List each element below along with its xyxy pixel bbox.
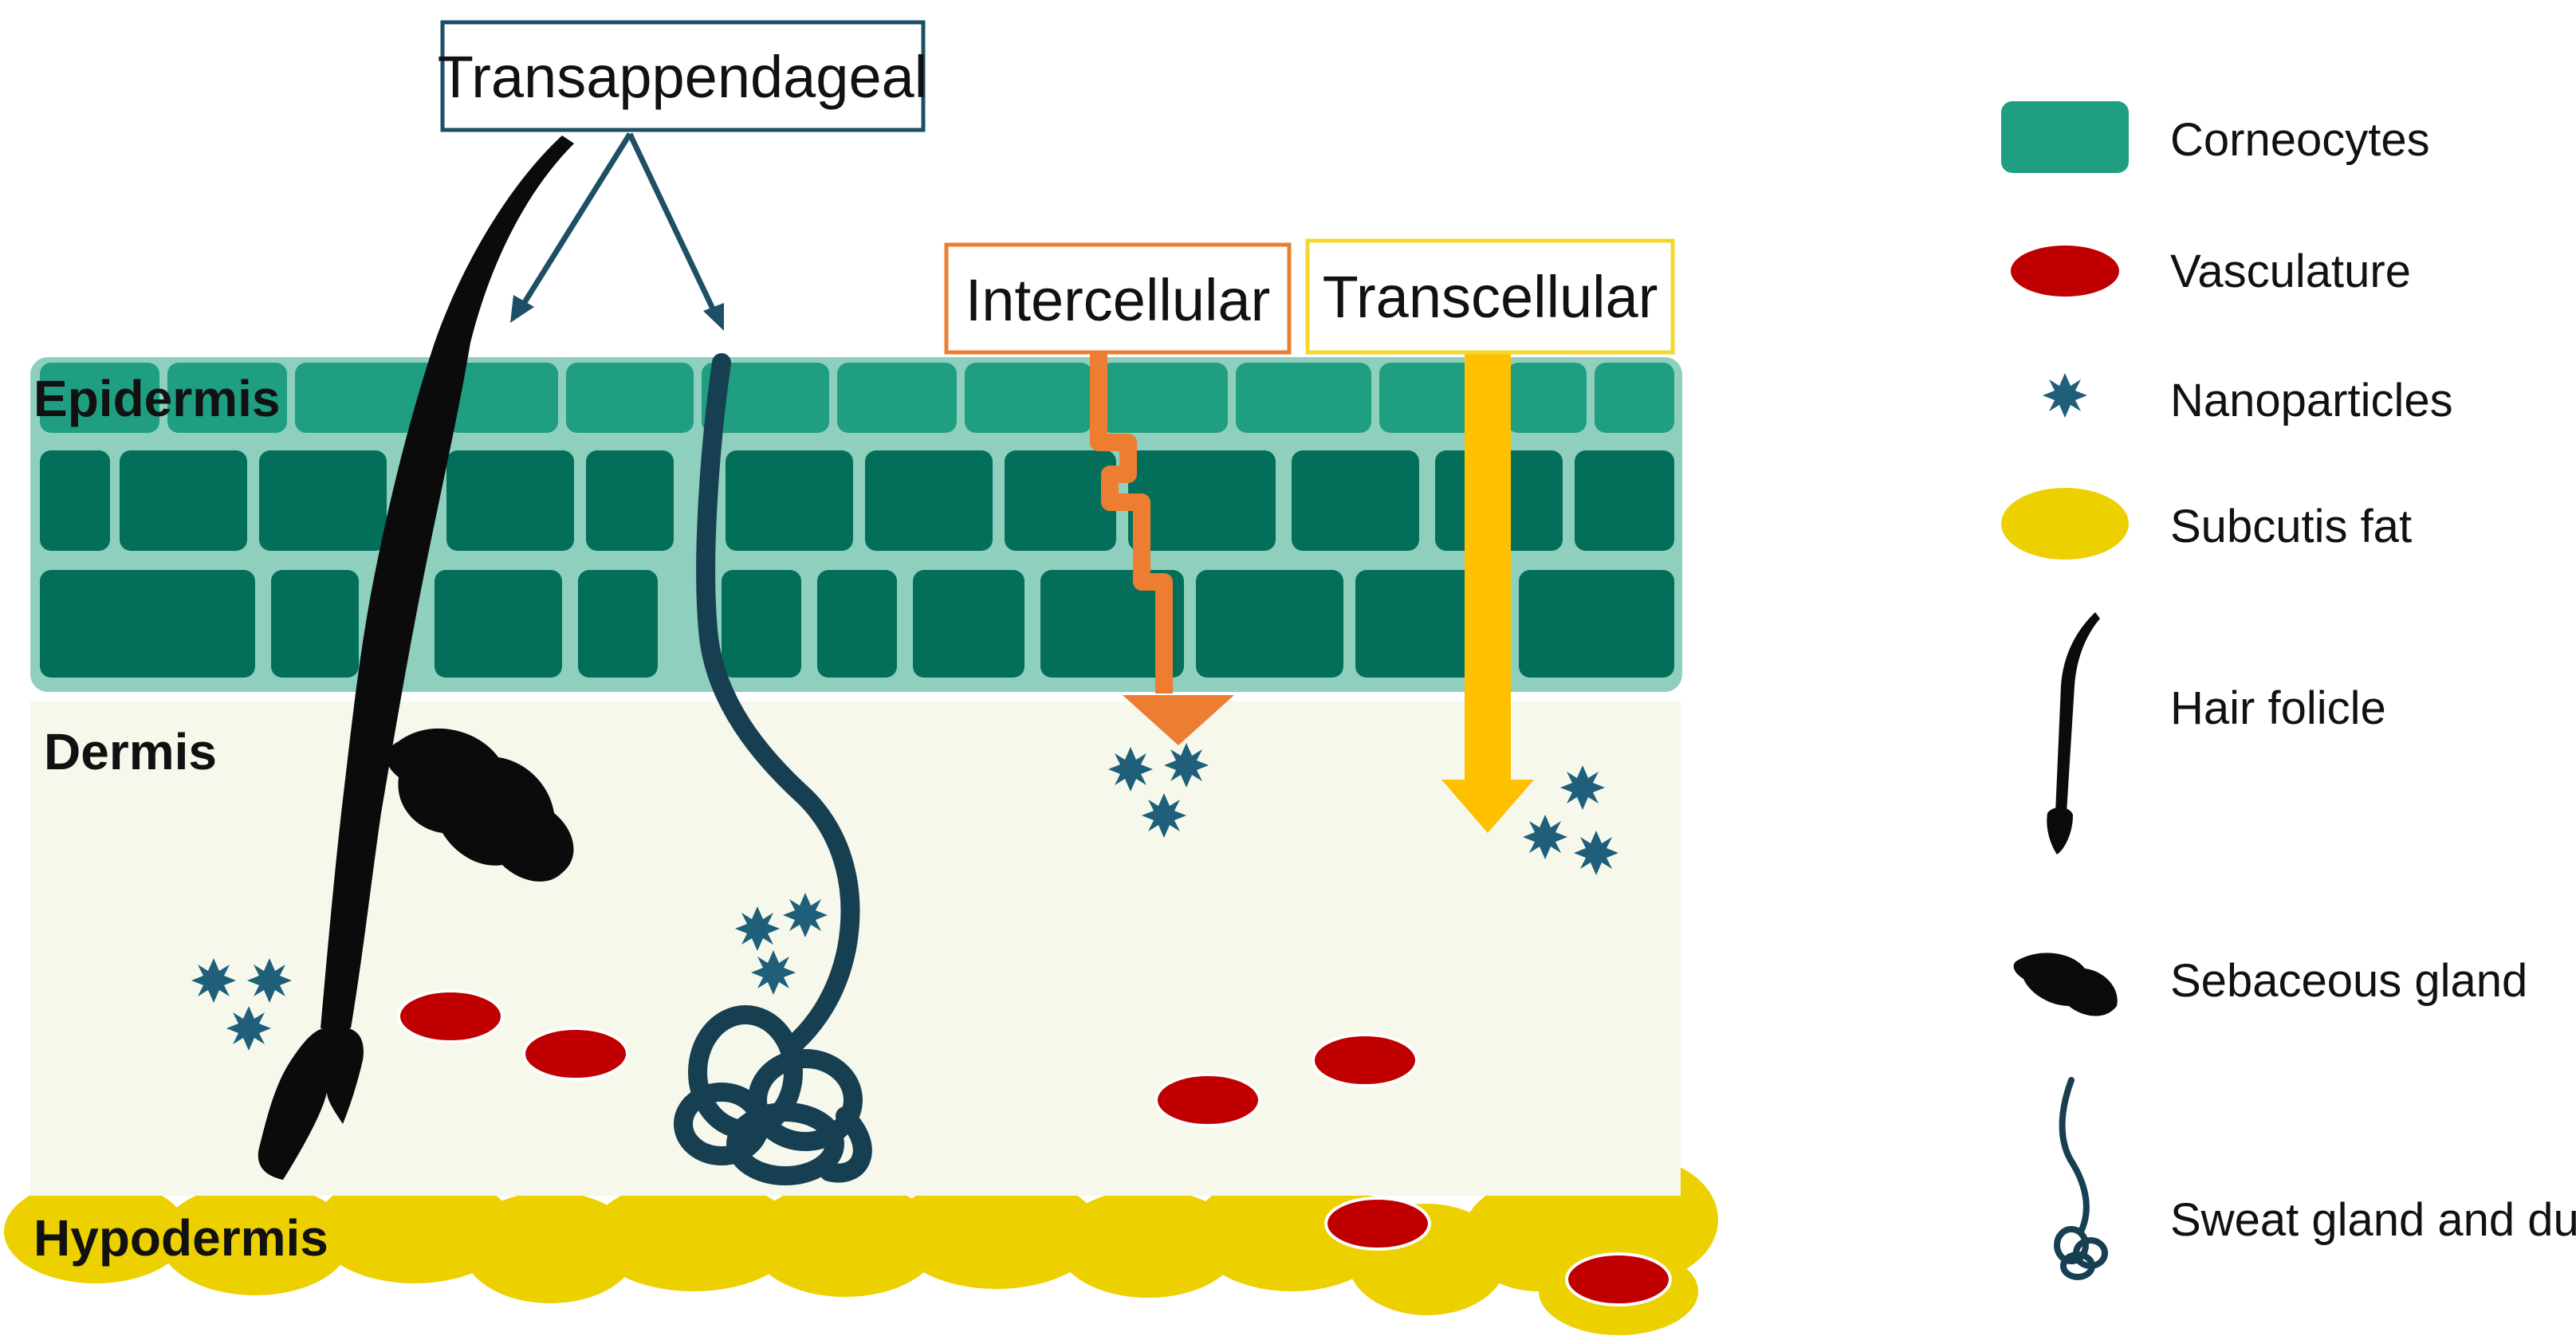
dermis-label: Dermis	[44, 723, 217, 780]
corneocyte	[1236, 363, 1371, 433]
blood-vessel	[1565, 1252, 1672, 1307]
corneocyte-icon	[2001, 101, 2129, 173]
hypodermis-fat-layer	[4, 1156, 1718, 1335]
corneocyte	[566, 363, 694, 433]
transcellular-label: Transcellular	[1323, 264, 1658, 330]
nanoparticle	[1560, 765, 1605, 810]
nanoparticle	[191, 958, 236, 1003]
transcellular-box: Transcellular	[1305, 238, 1675, 355]
corneocyte	[295, 363, 439, 433]
corneocyte	[1040, 570, 1184, 678]
nanoparticle	[735, 906, 780, 951]
legend-nanoparticles-label: Nanoparticles	[2170, 375, 2453, 426]
fat-cell	[893, 1174, 1100, 1289]
nanoparticle	[1142, 793, 1186, 838]
intercellular-box: Intercellular	[944, 242, 1292, 355]
corneocyte	[40, 450, 110, 551]
fat-cell-icon	[2001, 488, 2129, 560]
nanoparticle	[751, 950, 796, 995]
hair-follicle-icon	[2047, 612, 2100, 855]
fat-cell	[462, 1192, 638, 1303]
corneocyte	[586, 450, 674, 551]
legend-vasculature-label: Vasculature	[2170, 246, 2411, 297]
transappendageal-label: Transappendageal	[438, 44, 927, 110]
transappendageal-box: Transappendageal	[438, 20, 927, 132]
nanoparticle	[226, 1006, 271, 1051]
blood-vessel	[397, 989, 504, 1043]
nanoparticle	[1574, 831, 1618, 875]
corneocyte	[1196, 570, 1343, 678]
arrow-to-sweat-duct	[627, 132, 721, 320]
corneocyte	[865, 450, 993, 551]
corneocyte	[435, 570, 562, 678]
corneocyte	[837, 363, 957, 433]
fat-cell	[1056, 1189, 1240, 1298]
corneocyte	[722, 570, 801, 678]
nanoparticle	[247, 958, 292, 1003]
dermis-vasculature	[397, 989, 1672, 1307]
blood-vessel	[522, 1027, 629, 1081]
corneocyte	[1575, 450, 1674, 551]
fat-cell	[590, 1180, 797, 1291]
sebaceous-gland	[387, 728, 574, 882]
corneocyte	[40, 363, 159, 433]
sweat-gland-icon	[2054, 1077, 2108, 1280]
legend-sweat-gland-label: Sweat gland and duct	[2170, 1194, 2576, 1246]
fat-cell	[749, 1182, 941, 1297]
nanoparticle	[1164, 743, 1209, 788]
corneocyte	[913, 570, 1025, 678]
fat-cell	[1192, 1172, 1391, 1291]
blood-vessel	[1324, 1197, 1431, 1251]
corneocyte	[120, 450, 247, 551]
corneocyte	[40, 570, 255, 678]
corneocyte	[965, 363, 1092, 433]
legend-hair-folicle-label: Hair folicle	[2170, 682, 2386, 734]
corneocyte	[1507, 363, 1587, 433]
legend-sebaceous-gland-label: Sebaceous gland	[2170, 955, 2527, 1007]
hypodermis-label: Hypodermis	[33, 1209, 328, 1267]
transappendageal-arrows	[510, 132, 724, 331]
fat-cell	[4, 1180, 187, 1283]
nanoparticle	[1523, 815, 1567, 859]
corneocyte	[259, 450, 387, 551]
transcellular-route-arrow	[1441, 351, 1534, 833]
corneocyte	[1100, 363, 1228, 433]
legend-corneocytes-label: Corneocytes	[2170, 114, 2430, 166]
corneocyte	[1005, 450, 1116, 551]
fat-cell	[159, 1184, 351, 1295]
corneocyte	[446, 363, 558, 433]
corneocyte	[726, 450, 853, 551]
sweat-gland-and-duct	[674, 353, 872, 1185]
corneocyte	[1595, 363, 1674, 433]
nanoparticle	[783, 893, 828, 937]
corneocyte	[1519, 570, 1674, 678]
sebaceous-gland-icon	[2013, 953, 2118, 1016]
corneocyte	[817, 570, 897, 678]
nanoparticle-icon	[2043, 373, 2087, 418]
corneocyte	[167, 363, 287, 433]
legend: Corneocytes Vasculature Nanoparticles Su…	[2001, 101, 2576, 1280]
hair-follicle	[258, 136, 574, 1180]
corneocyte	[578, 570, 658, 678]
vessel-icon	[2011, 246, 2119, 297]
blood-vessel	[1154, 1073, 1261, 1127]
arrow-to-follicle	[516, 132, 632, 314]
corneocyte	[1128, 450, 1276, 551]
corneocyte	[702, 363, 829, 433]
legend-subcutis-fat-label: Subcutis fat	[2170, 501, 2412, 552]
nanoparticle	[1108, 747, 1153, 792]
epidermis-label: Epidermis	[33, 370, 280, 427]
corneocyte	[1292, 450, 1419, 551]
intercellular-label: Intercellular	[966, 267, 1271, 333]
corneocyte	[446, 450, 574, 551]
blood-vessel	[1312, 1033, 1418, 1087]
corneocyte	[271, 570, 359, 678]
intercellular-route-arrow	[1090, 347, 1234, 745]
